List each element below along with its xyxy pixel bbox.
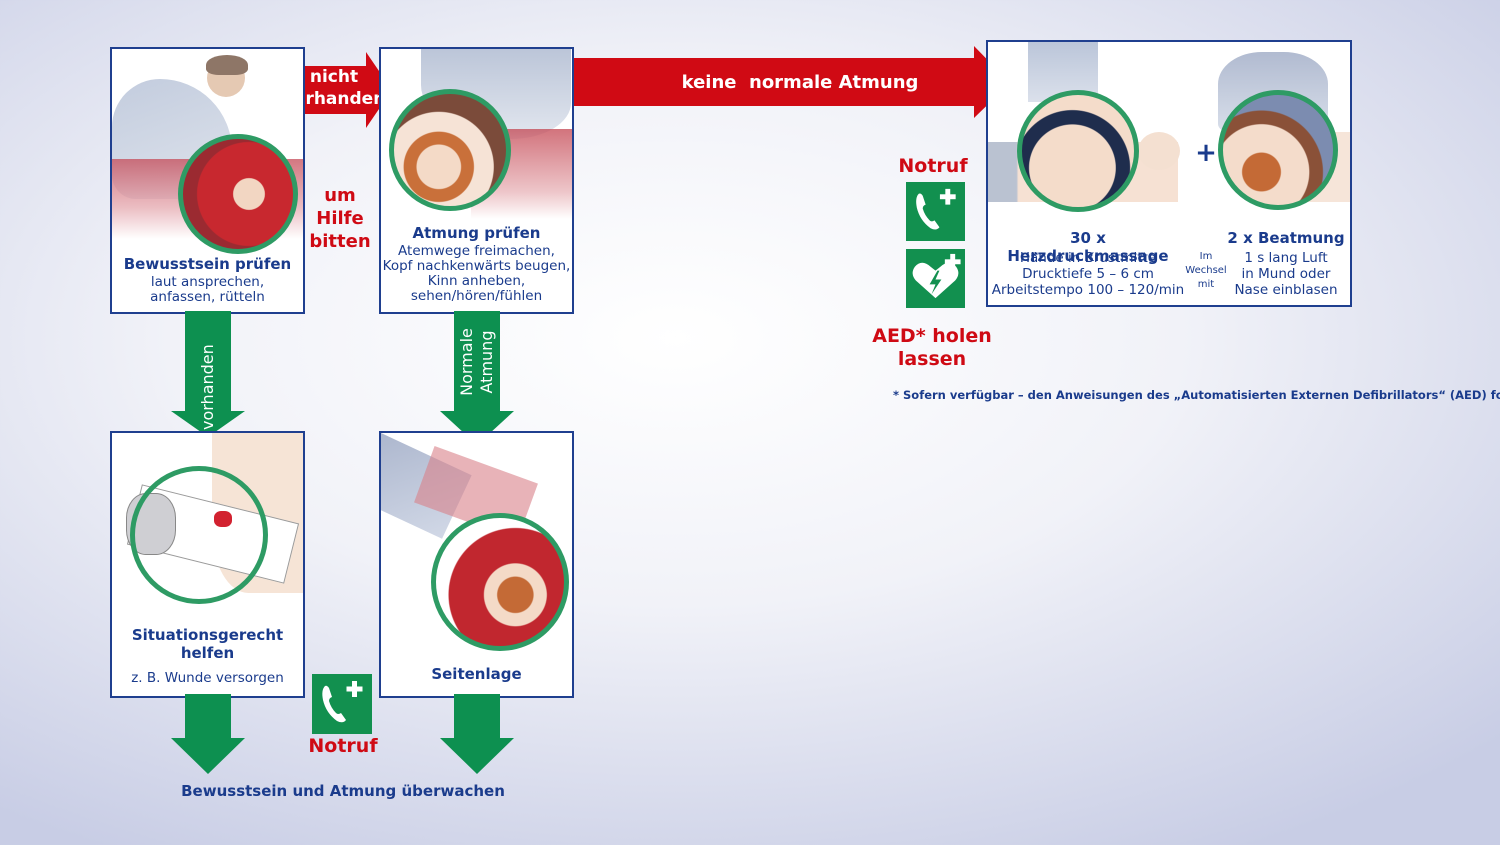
detail-circle [130,466,268,604]
arrow-normal-breathing-label: Normale Atmung [457,322,497,402]
arrow-not-present [282,52,392,128]
emergency-call-label: Notruf [308,735,378,757]
step-description: laut ansprechen, anfassen, rütteln [112,275,303,305]
ask-for-help-line: Hilfe [316,208,364,229]
aed-fetch-label: AED* holen lassen [870,325,994,371]
arrow-not-present-line2: vorhanden [282,89,386,109]
breaths-title: 2 x Beatmung [1227,229,1345,247]
step-description-line: sehen/hören/fühlen [410,288,543,304]
alternate-line: mit [1197,279,1215,290]
step-description-line: anfassen, rütteln [150,289,265,305]
arrow-present-label: vorhanden [198,344,217,430]
arrow-normal-breathing [440,311,514,445]
arrow-monitor-left [171,694,245,774]
step-description-line: laut ansprechen, [150,274,265,290]
compressions-description: Hände in Brustmitte Drucktiefe 5 – 6 cm … [988,250,1188,298]
step-description-line: Kopf nachkenwärts beugen, [382,258,571,274]
arrow-normal-breathing-line: Normale [457,328,476,396]
step-situational-help: Situationsgerecht helfen z. B. Wunde ver… [110,431,305,698]
alternate-line: Wechsel [1185,265,1227,276]
step-cpr: + 30 x Herzdruckmassage Hände in Brustmi… [986,40,1352,307]
compressions-title: 30 x Herzdruckmassage [1007,229,1169,265]
detail-circle [178,134,298,254]
detail-circle [389,89,511,211]
step-check-consciousness: Bewusstsein prüfen laut ansprechen, anfa… [110,47,305,314]
step-title: Bewusstsein prüfen [123,255,292,273]
breaths-line: in Mund oder [1241,266,1331,282]
arrow-present [171,311,245,437]
arrow-not-present-line1: nicht [309,67,359,87]
emergency-call-label-right: Notruf [898,155,968,177]
step-title: Atmung prüfen [412,224,541,242]
compressions-line: Hände in Brustmitte [1019,250,1157,266]
step-description-line: Kinn anheben, [427,273,526,289]
aed-fetch-line: lassen [897,348,967,370]
breaths-description: 1 s lang Luft in Mund oder Nase einblase… [1224,250,1348,298]
arrow-no-normal-breathing-label: keine normale Atmung [681,72,919,93]
step-title-line: Situationsgerecht [131,626,284,644]
step-description: z. B. Wunde versorgen [131,670,284,686]
step-description-line: Atemwege freimachen, [398,243,555,259]
alternate-with-label: Im Wechsel mit [1178,250,1234,292]
compressions-line: Drucktiefe 5 – 6 cm [1022,266,1154,282]
aed-fetch-line: AED* holen [872,325,992,347]
arrow-not-present-label: nicht vorhanden [282,66,386,110]
emergency-phone-icon [906,182,965,241]
step-recovery-position: Seitenlage [379,431,574,698]
ask-for-help-label: um Hilfe bitten [300,184,380,253]
monitor-label: Bewusstsein und Atmung überwachen [181,782,505,800]
detail-circle [1218,90,1338,210]
ask-for-help-line: bitten [309,231,371,252]
compressions-line: Arbeitstempo 100 – 120/min [991,282,1185,298]
arrow-no-normal-breathing [572,46,1010,118]
detail-circle [1017,90,1139,212]
step-check-breathing: Atmung prüfen Atemwege freimachen, Kopf … [379,47,574,314]
alternate-line: Im [1199,251,1213,262]
breaths-line: 1 s lang Luft [1244,250,1328,266]
detail-circle [431,513,569,651]
arrow-normal-breathing-line: Atmung [477,330,496,394]
aed-heart-icon [906,249,965,308]
plus-sign: + [1195,138,1217,168]
aed-footnote: * Sofern verfügbar – den Anweisungen des… [893,388,1500,402]
breaths-line: Nase einblasen [1234,282,1338,298]
step-description: Atemwege freimachen, Kopf nachkenwärts b… [381,244,572,304]
emergency-phone-icon [312,674,372,734]
step-title-line: helfen [180,644,235,662]
step-title: Situationsgerecht helfen [112,626,303,662]
arrow-monitor-right [440,694,514,774]
ask-for-help-line: um [324,185,356,206]
step-title: Seitenlage [431,665,522,683]
